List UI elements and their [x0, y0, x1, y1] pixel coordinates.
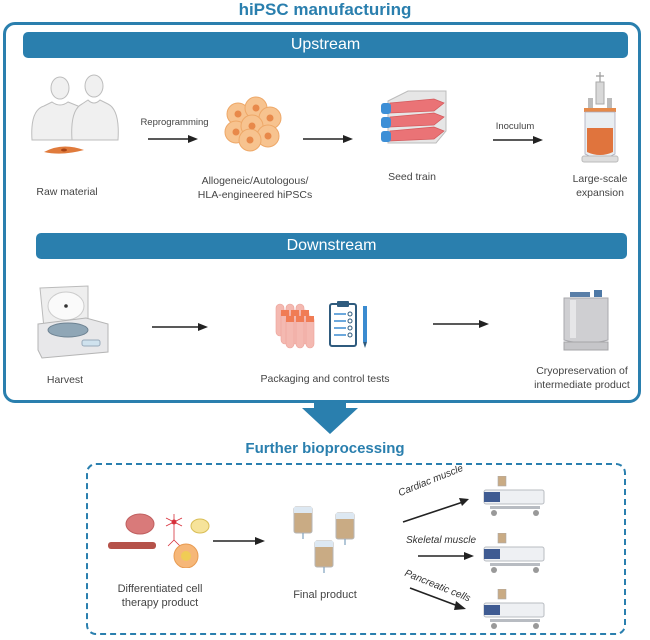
- differentiated-cells-icon: [108, 513, 210, 568]
- downstream-band: Downstream: [36, 233, 627, 259]
- cryo-tank-icon: [563, 290, 609, 351]
- step-large-scale-label: Large-scale expansion: [550, 172, 650, 200]
- arrow-inoculum: [493, 136, 543, 144]
- step-cryopreservation-line1: Cryopreservation of: [536, 365, 628, 377]
- human-figures-icon: [31, 74, 119, 154]
- application-skeletal-label: Skeletal muscle: [406, 535, 477, 546]
- patient-bed-pancreatic-icon: [483, 589, 545, 629]
- step-differentiated-line2: therapy product: [121, 597, 199, 609]
- arrow-pancreatic: [409, 587, 466, 610]
- cell-cluster-icon: [224, 96, 282, 152]
- upstream-band: Upstream: [23, 32, 628, 58]
- patient-bed-cardiac-icon: [483, 476, 545, 516]
- step-large-scale-line2: expansion: [576, 187, 624, 199]
- vials-clipboard-icon: [275, 301, 367, 349]
- step-differentiated-label: Differentiated cell therapy product: [100, 582, 220, 610]
- step-cryopreservation-line2: intermediate product: [534, 379, 630, 391]
- step-hipscs-label: Allogeneic/Autologous/ HLA-engineered hi…: [180, 174, 330, 202]
- arrow-cardiac: [402, 498, 469, 523]
- culture-flasks-icon: [381, 90, 447, 144]
- arrow-skeletal: [418, 552, 474, 560]
- centrifuge-icon: [37, 285, 109, 359]
- diagram-title: hiPSC manufacturing: [238, 0, 412, 19]
- step-final-product-label: Final product: [293, 589, 357, 601]
- step-cryopreservation-label: Cryopreservation of intermediate product: [520, 364, 644, 392]
- arrow-reprogramming: [148, 135, 198, 143]
- arrow-to-packaging: [152, 323, 208, 331]
- arrow-to-final-product: [213, 537, 265, 545]
- step-hipscs-line1: Allogeneic/Autologous/: [201, 175, 309, 187]
- further-bioprocessing-title: Further bioprocessing: [245, 440, 405, 457]
- step-packaging-label: Packaging and control tests: [260, 373, 390, 385]
- bioreactor-icon: [581, 72, 619, 163]
- step-large-scale-line1: Large-scale: [572, 173, 628, 185]
- down-arrow-icon: [302, 400, 358, 434]
- arrow-reprogramming-label: Reprogramming: [140, 117, 209, 128]
- arrow-to-cryopreservation: [433, 320, 489, 328]
- iv-bags-icon: [293, 506, 355, 573]
- patient-bed-skeletal-icon: [483, 533, 545, 573]
- step-harvest-label: Harvest: [46, 374, 84, 386]
- arrow-to-seed-train: [303, 135, 353, 143]
- step-seed-train-label: Seed train: [388, 171, 436, 183]
- step-hipscs-line2: HLA-engineered hiPSCs: [197, 189, 313, 201]
- step-differentiated-line1: Differentiated cell: [117, 583, 203, 595]
- arrow-inoculum-label: Inoculum: [495, 121, 535, 132]
- step-raw-material-label: Raw material: [36, 186, 98, 198]
- further-bioprocessing-frame: [86, 463, 626, 635]
